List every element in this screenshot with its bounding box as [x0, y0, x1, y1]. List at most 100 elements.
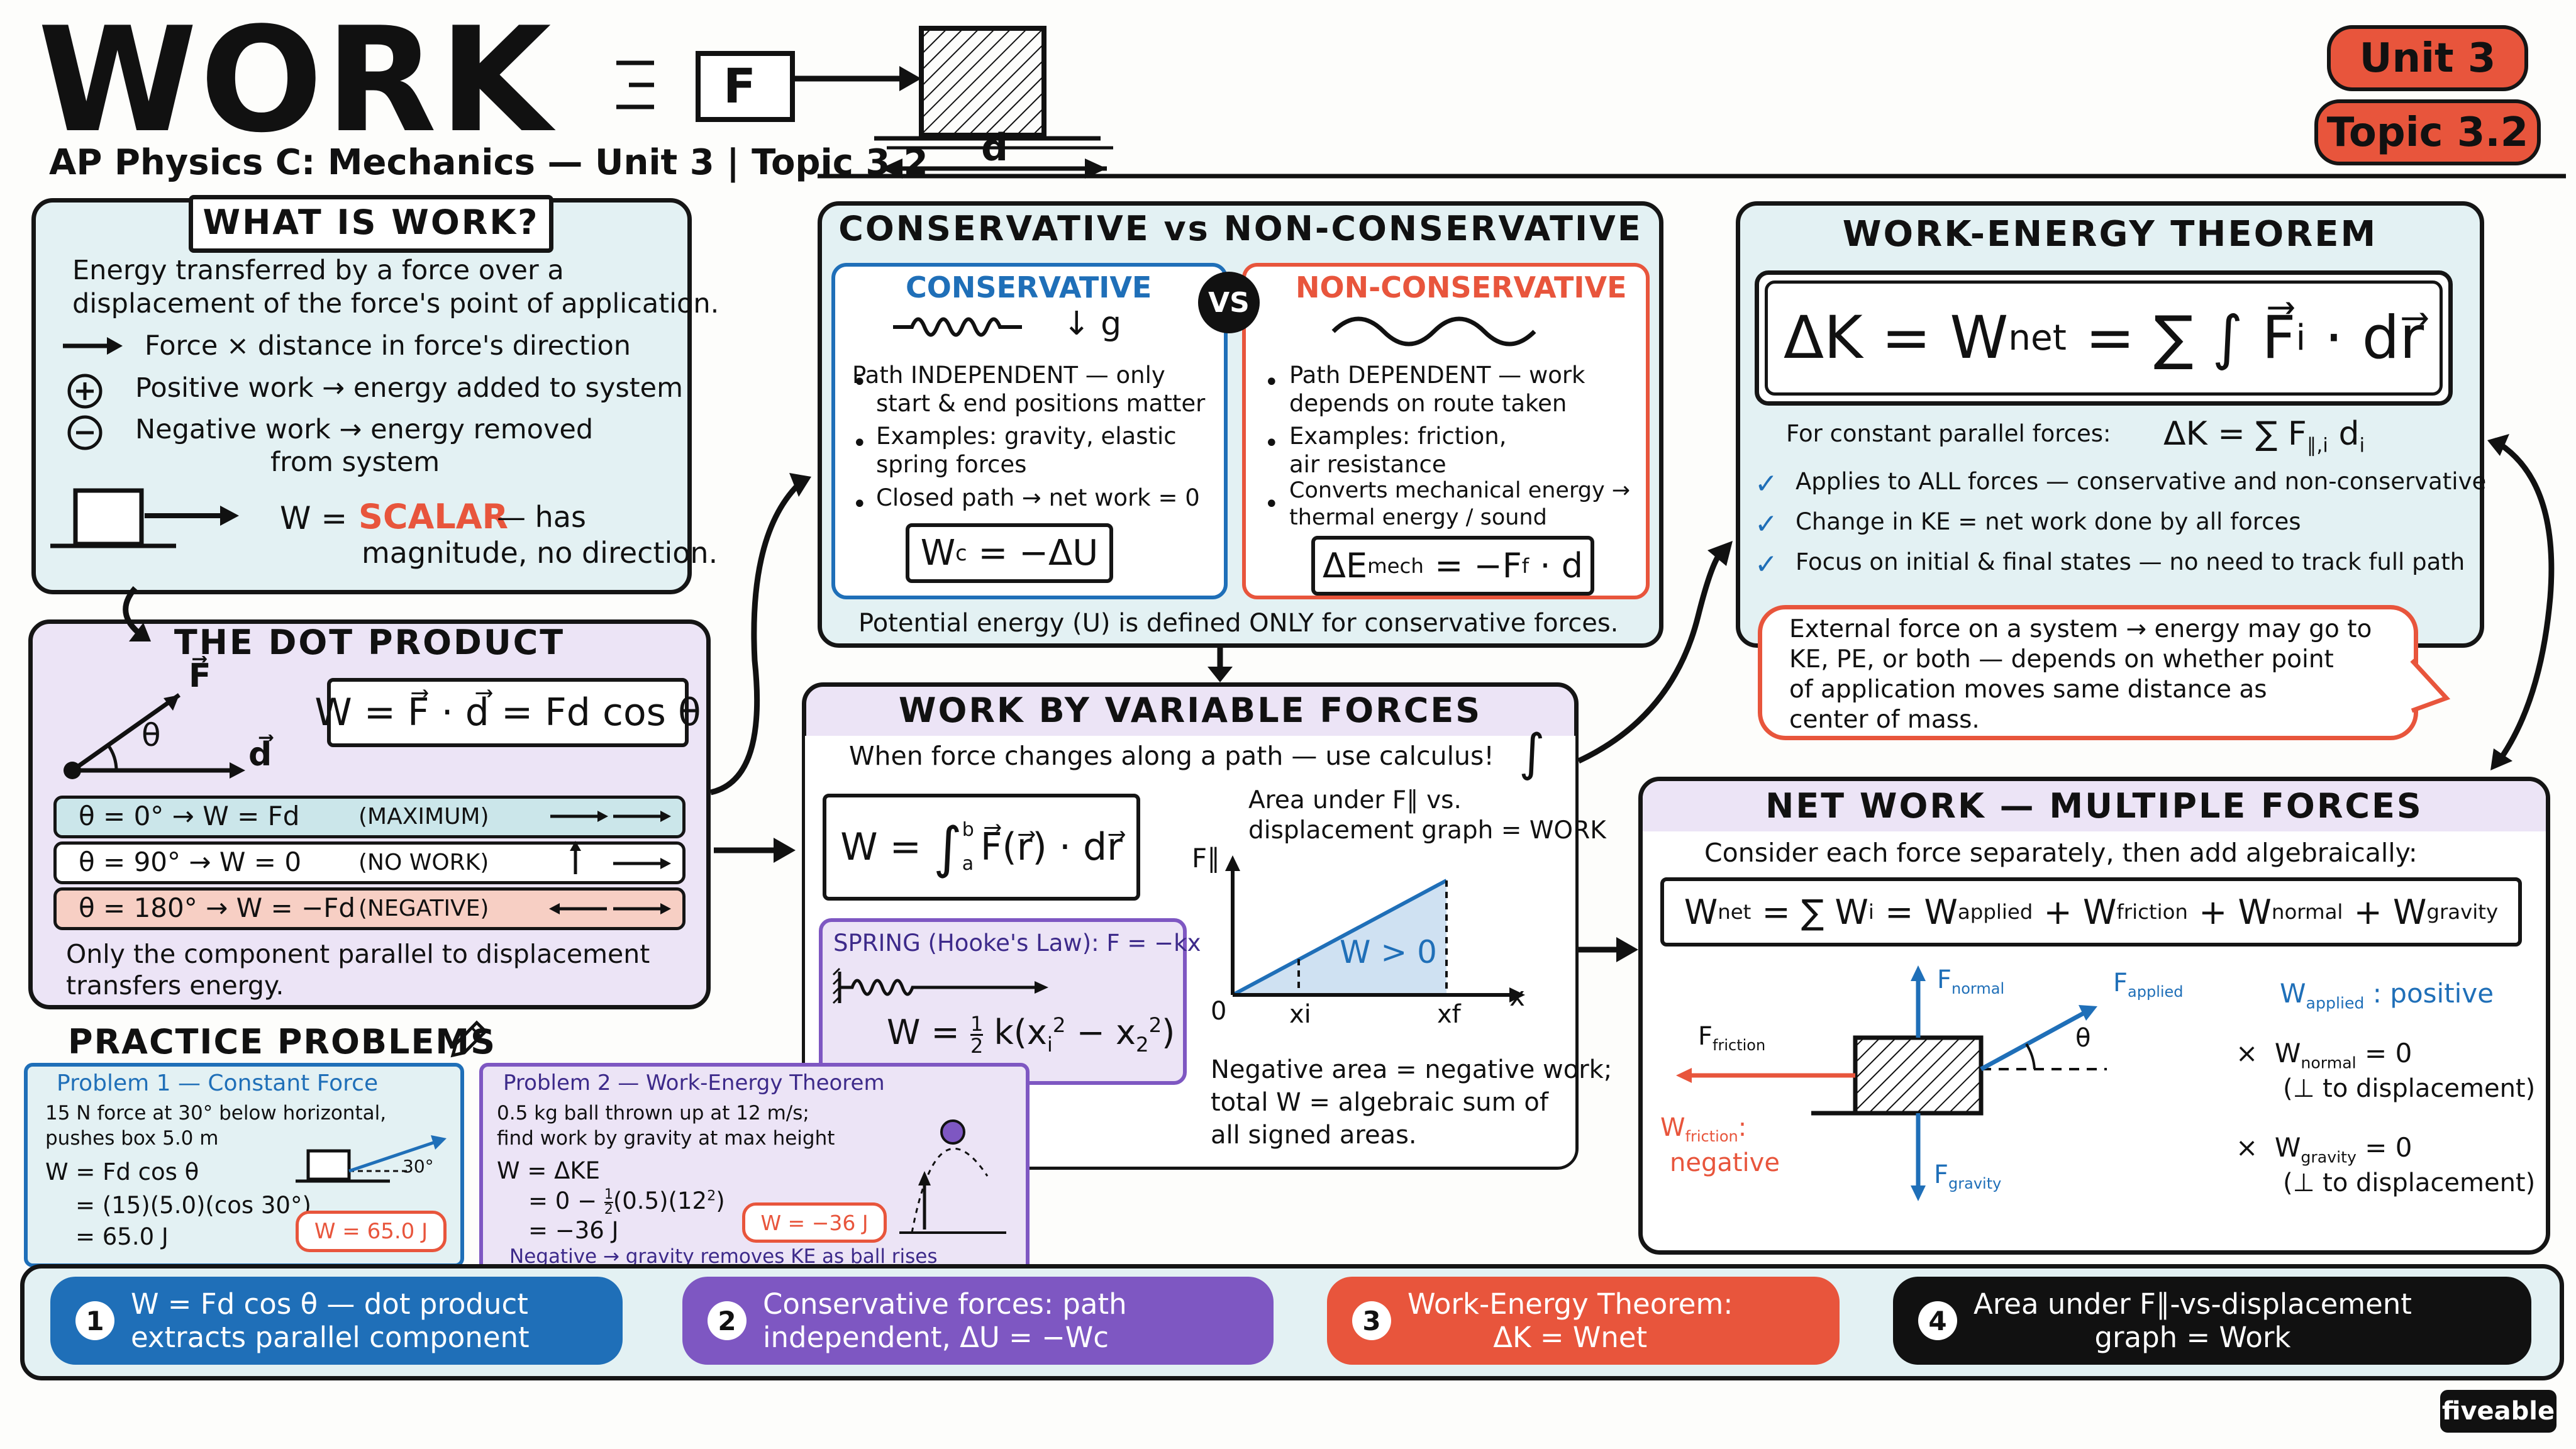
summary-number-3: 3: [1352, 1301, 1391, 1340]
row-max-tag: (MAXIMUM): [358, 804, 489, 830]
summary-4-line1: Area under F∥-vs-displacement: [1974, 1287, 2412, 1321]
problem1-diagram: [296, 1135, 447, 1183]
problem2-line3: W = ΔKE: [497, 1157, 601, 1184]
problem2-ball-diagram: [899, 1119, 1006, 1234]
spring-wall-icon: [832, 967, 1048, 1004]
applied-theta: θ: [2075, 1024, 2091, 1053]
row-none-text: θ = 90° → W = 0: [79, 847, 302, 877]
f-gravity-label: Fgravity: [1934, 1160, 2002, 1192]
wavy-path-icon: [1331, 316, 1536, 347]
arrow-icon: [63, 337, 123, 355]
row-none-tag: (NO WORK): [358, 850, 489, 875]
conservative-bullet1a: Path INDEPENDENT — only: [852, 362, 1165, 389]
conservative-bullet1b: start & end positions matter: [876, 390, 1206, 417]
header-underline: [818, 174, 2566, 179]
non-conservative-bullet2b: air resistance: [1289, 451, 1446, 478]
row-max: [53, 796, 686, 838]
f-normal-label: Fnormal: [1937, 965, 2005, 997]
problem2-title: Problem 2 — Work-Energy Theorem: [503, 1070, 885, 1096]
row-neg-text: θ = 180° → W = −Fd: [79, 892, 356, 923]
row-arrows: [549, 811, 671, 914]
spring-icon: [893, 317, 1022, 337]
dot-product-title: THE DOT PRODUCT: [174, 623, 565, 662]
scalar-has: — has: [497, 500, 586, 534]
constant-forces-eq: ΔK = ∑ F∥,i di: [2163, 415, 2365, 457]
main-title: WORK: [38, 0, 554, 165]
unit-badge: Unit 3: [2327, 25, 2528, 91]
work-energy-check3: Focus on initial & final states — no nee…: [1796, 548, 2465, 575]
header-force-diagram: [616, 26, 1113, 179]
fiveable-logo: fiveable: [2440, 1390, 2557, 1433]
f-applied-label: Fapplied: [2113, 969, 2184, 1001]
net-work-intro: Consider each force separately, then add…: [1704, 838, 2418, 868]
box-push-icon: [50, 488, 239, 548]
row-neg-tag: (NEGATIVE): [358, 896, 489, 921]
summary-4-line2: graph = Work: [2094, 1321, 2291, 1354]
dot-product-note-line1: Only the component parallel to displacem…: [66, 939, 650, 969]
non-conservative-bullet3a: Converts mechanical energy →: [1289, 478, 1631, 503]
negative-area-note3: all signed areas.: [1211, 1121, 1417, 1150]
work-energy-check2: Change in KE = net work done by all forc…: [1796, 508, 2301, 535]
conservative-bullet2b: spring forces: [876, 451, 1027, 478]
topic-badge-label: Topic 3.2: [2326, 109, 2529, 156]
problem1-title: Problem 1 — Constant Force: [57, 1070, 379, 1096]
non-conservative-bullet2a: Examples: friction,: [1289, 423, 1507, 450]
negative-area-note1: Negative area = negative work;: [1211, 1055, 1613, 1084]
bullet-negative-work-line1: Negative work → energy removed: [135, 414, 594, 445]
minus-circle-icon: [67, 415, 103, 450]
non-conservative-subtitle: NON-CONSERVATIVE: [1296, 270, 1627, 304]
w-applied-label: Wapplied : positive: [2280, 978, 2494, 1013]
work-energy-check1: Applies to ALL forces — conservative and…: [1796, 468, 2487, 495]
variable-forces-title: WORK BY VARIABLE FORCES: [898, 691, 1482, 730]
header-force-label: F: [723, 58, 756, 114]
net-work-panel: [1638, 777, 2550, 1255]
w-normal-label: × Wnormal = 0: [2236, 1038, 2412, 1072]
negative-area-note2: total W = algebraic sum of: [1211, 1088, 1548, 1117]
problem1-line3: W = Fd cos θ: [45, 1158, 199, 1185]
bullet-negative-work-line2: from system: [270, 447, 440, 478]
graph-xf: xf: [1437, 1000, 1461, 1029]
graph-xi: xi: [1289, 1000, 1311, 1029]
what-is-work-title-box: [189, 195, 553, 253]
summary-number-4: 4: [1918, 1301, 1957, 1340]
conservative-title: CONSERVATIVE vs NON-CONSERVATIVE: [838, 209, 1643, 248]
non-conservative-bullet1b: depends on route taken: [1289, 390, 1567, 417]
plus-circle-icon: [67, 374, 103, 409]
row-max-text: θ = 0° → W = Fd: [79, 801, 300, 831]
f-friction-label: Ffriction: [1698, 1022, 1766, 1054]
w-normal-note: (⊥ to displacement): [2283, 1074, 2536, 1103]
pencil-icon: [450, 1020, 488, 1058]
summary-3-line1: Work-Energy Theorem:: [1407, 1287, 1733, 1321]
integral-icon: ∫: [1519, 723, 1545, 782]
summary-number-1: 1: [75, 1301, 114, 1340]
summary-2-line1: Conservative forces: path: [763, 1287, 1127, 1321]
callout-line2: KE, PE, or both — depends on whether poi…: [1789, 645, 2334, 674]
callout-line1: External force on a system → energy may …: [1789, 615, 2372, 643]
conservative-bullet-dots: • • •: [852, 368, 867, 519]
summary-1-line1: W = Fd cos θ — dot product: [131, 1287, 528, 1321]
header-displacement-label: d: [981, 126, 1008, 170]
dot-product-note-line2: transfers energy.: [66, 970, 284, 1001]
problem2-line2: find work by gravity at max height: [497, 1127, 835, 1150]
scalar-magnitude-note: magnitude, no direction.: [362, 536, 718, 570]
practice-title: PRACTICE PROBLEMS: [68, 1022, 496, 1062]
spring-hooke-label: SPRING (Hooke's Law): F = −kx: [833, 930, 1201, 957]
free-body-diagram: [1676, 965, 2107, 1201]
net-work-title-band: [1643, 781, 2546, 831]
problem1-line4: = (15)(5.0)(cos 30°): [75, 1192, 311, 1219]
problem1-line5: = 65.0 J: [75, 1223, 169, 1250]
vs-badge: VS: [1198, 272, 1260, 333]
theta-label: θ: [142, 717, 161, 753]
graph-x-axis-label: x: [1509, 981, 1525, 1012]
what-is-work-title: WHAT IS WORK?: [203, 203, 540, 242]
problem1-angle: 30°: [402, 1156, 434, 1177]
